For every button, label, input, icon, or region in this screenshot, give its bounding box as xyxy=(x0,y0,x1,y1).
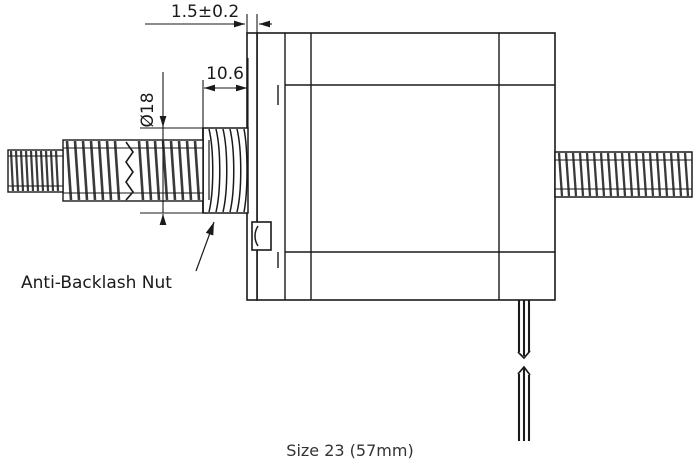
dimension-nut-diameter: Ø18 xyxy=(138,72,205,225)
dim-thickness-label: 1.5±0.2 xyxy=(171,2,239,22)
anti-backlash-nut xyxy=(202,127,249,214)
dim-diameter-label: Ø18 xyxy=(138,92,158,127)
drawing-caption: Size 23 (57mm) xyxy=(286,441,413,460)
annotation-label: Anti-Backlash Nut xyxy=(21,273,172,293)
dimension-nut-offset: 10.6 xyxy=(202,58,249,130)
dimension-thickness: 1.5±0.2 xyxy=(145,2,272,36)
lead-screw-left xyxy=(62,139,204,202)
nut-thread-coils xyxy=(208,128,248,213)
motor-body xyxy=(246,32,556,301)
dim-offset-label: 10.6 xyxy=(206,64,244,84)
wire-break-upper xyxy=(517,350,531,360)
lead-wires xyxy=(517,300,531,441)
lead-screw-break-symbol xyxy=(125,141,135,201)
rear-shaft xyxy=(554,151,693,198)
lead-screw-threads-right xyxy=(137,140,201,201)
lead-screw-tip xyxy=(7,149,64,193)
lead-screw-tip-threads xyxy=(9,150,60,192)
connector-tab xyxy=(251,221,272,251)
connector-tab-curve xyxy=(254,225,259,247)
annotation-leader-line xyxy=(195,221,215,272)
lead-screw-root-lines xyxy=(63,147,203,194)
motor-housing-outline xyxy=(256,32,556,301)
lead-screw-threads-left xyxy=(65,140,121,201)
wire-break-lower xyxy=(517,365,531,376)
rear-shaft-root-lines xyxy=(555,159,692,190)
annotation-anti-backlash-nut: Anti-Backlash Nut xyxy=(21,221,215,293)
lead-screw-tip-root-lines xyxy=(8,155,63,187)
